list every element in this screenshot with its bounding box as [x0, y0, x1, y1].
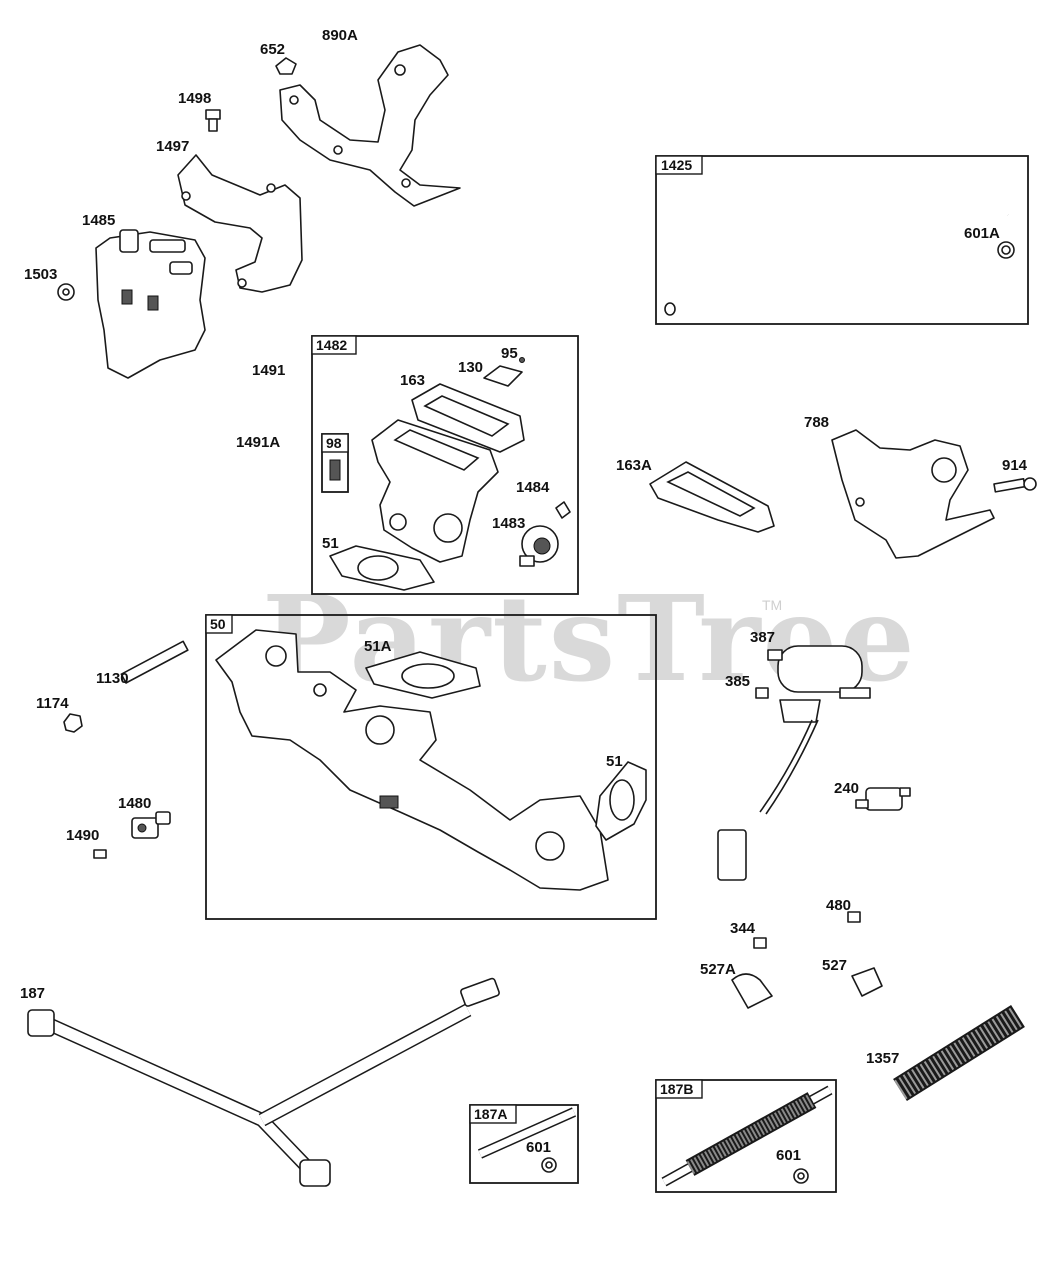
screw-480[interactable] [847, 911, 861, 923]
clamp-601-a[interactable] [541, 1157, 557, 1173]
bolt-652[interactable] [275, 57, 297, 75]
label-130: 130 [458, 359, 483, 376]
screw-385[interactable] [755, 687, 769, 699]
carburetor-body[interactable] [371, 419, 499, 563]
clamp-601A[interactable] [997, 241, 1015, 259]
fuel-line-187[interactable] [27, 977, 500, 1187]
box-187B [655, 1079, 837, 1193]
label-1174: 1174 [36, 695, 69, 712]
screw-344[interactable] [753, 937, 767, 949]
fuel-filter-1485[interactable] [95, 229, 206, 379]
label-1130: 1130 [96, 670, 129, 687]
screw-95[interactable] [519, 357, 525, 363]
box-50 [205, 614, 657, 920]
label-480: 480 [826, 897, 851, 914]
clamp-601-b[interactable] [793, 1168, 809, 1184]
label-51-upper: 51 [322, 535, 339, 552]
stud-1130[interactable] [120, 640, 189, 684]
spring-1357[interactable] [893, 1004, 1025, 1102]
label-1485: 1485 [82, 212, 115, 229]
label-601-b: 601 [776, 1147, 801, 1164]
label-1491A: 1491A [236, 434, 280, 451]
label-163A: 163A [616, 457, 652, 474]
bolt-1503[interactable] [57, 283, 75, 301]
label-914: 914 [1002, 457, 1028, 474]
label-1503: 1503 [24, 266, 57, 283]
bolt-914[interactable] [993, 477, 1037, 493]
hose-187B[interactable] [661, 1085, 833, 1187]
label-163: 163 [400, 372, 425, 389]
label-1497: 1497 [156, 138, 189, 155]
box-1482 [311, 335, 579, 595]
label-95: 95 [501, 345, 518, 362]
box-tab [321, 433, 349, 453]
label-187: 187 [20, 985, 45, 1002]
screw-1490[interactable] [93, 849, 107, 859]
box-label-1482: 1482 [316, 337, 347, 353]
label-1480: 1480 [118, 795, 151, 812]
screw-98[interactable] [329, 459, 341, 481]
gasket-130[interactable] [483, 365, 523, 387]
screw-1484[interactable] [555, 501, 571, 519]
label-385: 385 [725, 673, 750, 690]
box-tab [469, 1104, 517, 1124]
label-788: 788 [804, 414, 829, 431]
bracket-1497[interactable] [177, 154, 303, 293]
label-1498: 1498 [178, 90, 211, 107]
label-1357: 1357 [866, 1050, 899, 1067]
label-527: 527 [822, 957, 847, 974]
fuel-filter-240[interactable] [855, 787, 911, 811]
nut-1174[interactable] [63, 713, 83, 733]
gasket-163A[interactable] [649, 461, 775, 533]
label-1484: 1484 [516, 479, 550, 496]
label-652: 652 [260, 41, 285, 58]
gasket-51-upper[interactable] [329, 545, 435, 591]
hose-187A[interactable] [477, 1107, 577, 1159]
label-240: 240 [834, 780, 859, 797]
bracket-788[interactable] [831, 429, 995, 559]
box-tab [311, 335, 357, 355]
box-tab [655, 155, 703, 175]
label-601A: 601A [964, 225, 1000, 242]
label-527A: 527A [700, 961, 736, 978]
box-tab [655, 1079, 703, 1099]
box-label-187B: 187B [660, 1081, 693, 1097]
label-1490: 1490 [66, 827, 99, 844]
fuel-pump-387[interactable] [717, 645, 871, 881]
box-1425 [655, 155, 1029, 325]
intake-manifold-50[interactable] [215, 629, 609, 891]
label-890A: 890A [322, 27, 358, 44]
label-601-a: 601 [526, 1139, 551, 1156]
hose-1425[interactable] [664, 172, 1012, 316]
box-label-1425: 1425 [661, 157, 692, 173]
gasket-51A[interactable] [365, 651, 481, 699]
bracket-890A[interactable] [279, 44, 461, 207]
gasket-163[interactable] [411, 383, 525, 453]
clip-527[interactable] [851, 967, 883, 997]
box-label-50: 50 [210, 616, 226, 632]
box-187A [469, 1104, 579, 1184]
box-tab [205, 614, 233, 634]
label-51A: 51A [364, 638, 392, 655]
label-1483: 1483 [492, 515, 525, 532]
box-label-187A: 187A [474, 1106, 507, 1122]
box-label-98: 98 [326, 435, 342, 451]
label-1491: 1491 [252, 362, 285, 379]
clip-527A[interactable] [731, 973, 773, 1009]
label-51-lower: 51 [606, 753, 623, 770]
watermark-tm: TM [762, 597, 782, 613]
solenoid-1483[interactable] [519, 525, 559, 567]
gasket-51-lower[interactable] [595, 761, 647, 841]
bolt-1498[interactable] [205, 109, 221, 132]
label-387: 387 [750, 629, 775, 646]
fitting-1480[interactable] [131, 811, 171, 839]
label-344: 344 [730, 920, 756, 937]
